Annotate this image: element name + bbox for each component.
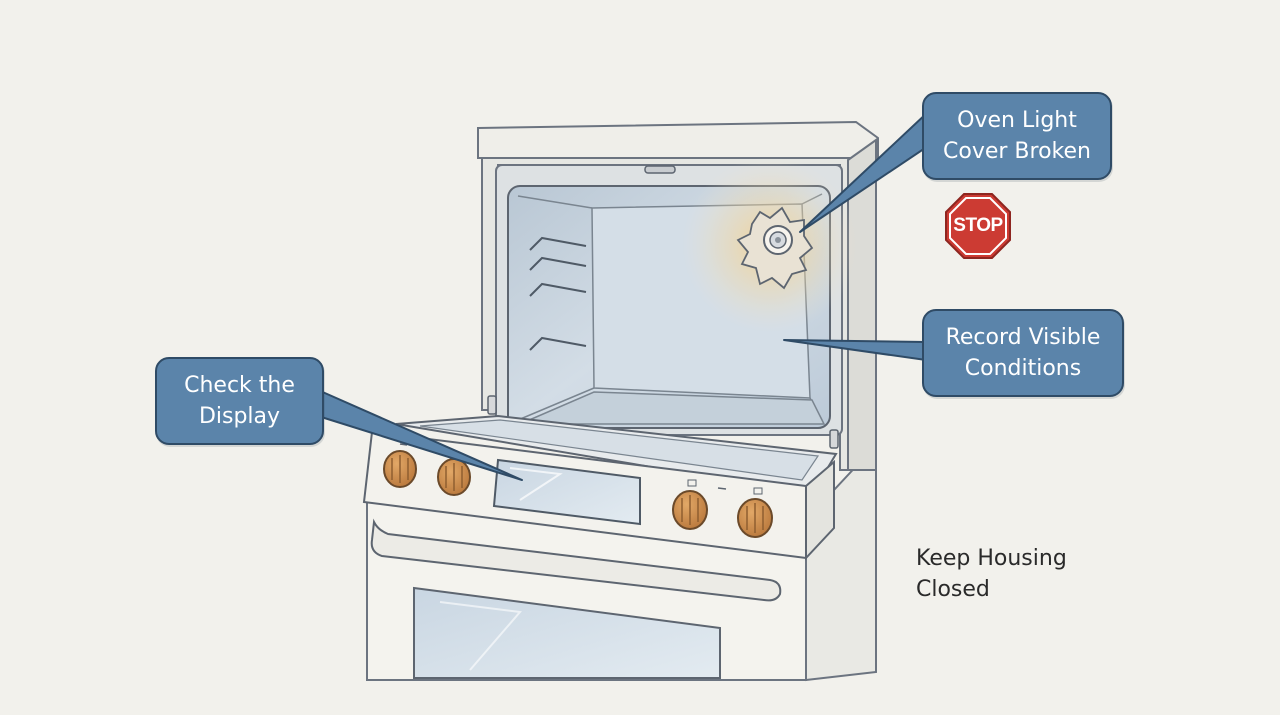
oven-door-handle [370,518,782,602]
callout-label: Check the Display [184,373,295,429]
upper-oven-cabinet [477,120,879,471]
knob-icon [383,450,417,488]
callout-label: Record Visible Conditions [945,325,1101,381]
stop-sign-shape [945,193,1011,259]
rack-rails [529,236,587,351]
callout-pointers [317,111,953,481]
knob-icon [437,458,471,496]
stop-sign-text: STOP [953,215,1003,236]
stop-sign-icon: STOP [944,192,1012,260]
knob-icon [672,490,708,530]
keep-housing-closed-note: Keep Housing Closed [916,546,1067,602]
control-display [492,458,641,526]
callout-oven-light-cover-broken: Oven Light Cover Broken [922,92,1112,180]
callout-record-visible-conditions: Record Visible Conditions [922,309,1124,397]
open-oven-door [395,414,838,496]
knob-icon [737,498,773,538]
callout-label: Oven Light Cover Broken [943,108,1091,164]
oven-light-bulb-icon [763,225,793,255]
lower-door-window [413,586,721,679]
callout-check-display: Check the Display [155,357,324,445]
